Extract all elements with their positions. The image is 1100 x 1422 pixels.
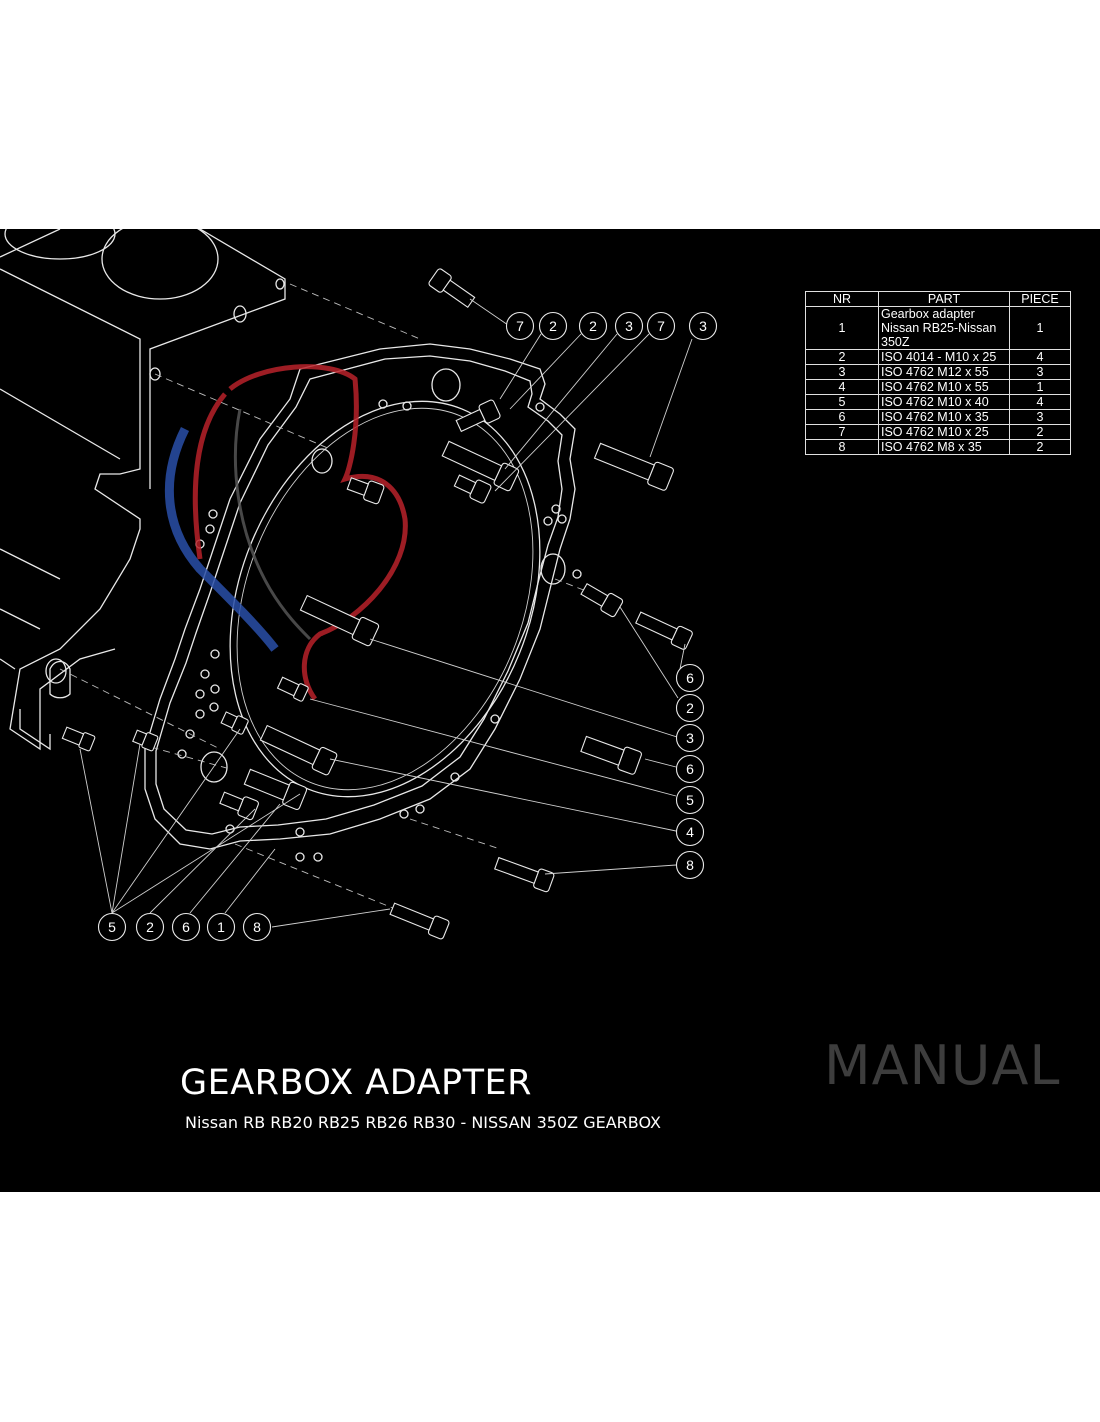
cell-part: ISO 4762 M10 x 55: [878, 379, 1010, 395]
cell-part: ISO 4762 M10 x 40: [878, 394, 1010, 410]
cell-nr: 5: [805, 394, 879, 410]
callouts-right: 6 2 3 6 5 4 8: [675, 663, 705, 880]
callout-number: 8: [253, 919, 261, 935]
table-row: 4 ISO 4762 M10 x 55 1: [805, 379, 1071, 395]
callout-number: 6: [686, 761, 694, 777]
cell-part: ISO 4014 - M10 x 25: [878, 349, 1010, 365]
callout-number: 7: [657, 318, 665, 334]
cell-part: ISO 4762 M12 x 55: [878, 364, 1010, 380]
table-row: 6 ISO 4762 M10 x 35 3: [805, 409, 1071, 425]
cell-piece: 1: [1009, 379, 1071, 395]
table-row: 3 ISO 4762 M12 x 55 3: [805, 364, 1071, 380]
callout-balloon: [538, 311, 568, 341]
leader-lines: [79, 298, 693, 928]
cell-nr: 6: [805, 409, 879, 425]
callout-balloon: [614, 311, 644, 341]
callout-number: 3: [686, 730, 694, 746]
callout-number: 2: [686, 700, 694, 716]
callout-number: 8: [686, 857, 694, 873]
cell-piece: 2: [1009, 424, 1071, 440]
callout-balloon: [675, 850, 705, 880]
cell-part: ISO 4762 M8 x 35: [878, 439, 1010, 455]
callout-balloon: [578, 311, 608, 341]
header-piece: PIECE: [1009, 291, 1071, 307]
cell-piece: 3: [1009, 409, 1071, 425]
cell-part: Gearbox adapter Nissan RB25-Nissan 350Z: [878, 306, 1010, 350]
table-row: 2 ISO 4014 - M10 x 25 4: [805, 349, 1071, 365]
drawing-sheet: 7 2 2 3 7 3 6 2 3 6 5 4 8: [0, 229, 1100, 1192]
table-row: 1 Gearbox adapter Nissan RB25-Nissan 350…: [805, 306, 1071, 350]
cell-part: ISO 4762 M10 x 25: [878, 424, 1010, 440]
callout-number: 2: [549, 318, 557, 334]
cell-piece: 2: [1009, 439, 1071, 455]
callout-number: 1: [217, 919, 225, 935]
callout-balloon: [242, 912, 272, 942]
cell-part: ISO 4762 M10 x 35: [878, 409, 1010, 425]
cell-nr: 3: [805, 364, 879, 380]
callout-balloon: [675, 663, 705, 693]
callout-balloon: [675, 754, 705, 784]
cell-nr: 7: [805, 424, 879, 440]
callout-balloon: [171, 912, 201, 942]
callout-number: 7: [516, 318, 524, 334]
callout-number: 6: [686, 670, 694, 686]
header-part: PART: [878, 291, 1010, 307]
document-title: GEARBOX ADAPTER: [180, 1063, 532, 1103]
callout-number: 3: [625, 318, 633, 334]
callout-balloon: [97, 912, 127, 942]
exploded-view-drawing: 7 2 2 3 7 3 6 2 3 6 5 4 8: [0, 229, 718, 942]
callout-balloon: [688, 311, 718, 341]
callouts-bottom: 5 2 6 1 8: [97, 912, 272, 942]
cell-nr: 4: [805, 379, 879, 395]
header-nr: NR: [805, 291, 879, 307]
callout-balloon: [646, 311, 676, 341]
table-row: 7 ISO 4762 M10 x 25 2: [805, 424, 1071, 440]
callout-balloon: [135, 912, 165, 942]
table-row: 8 ISO 4762 M8 x 35 2: [805, 439, 1071, 455]
callout-balloon: [675, 785, 705, 815]
cell-nr: 8: [805, 439, 879, 455]
callout-balloon: [675, 723, 705, 753]
manual-watermark: MANUAL: [824, 1034, 1061, 1097]
cell-piece: 4: [1009, 349, 1071, 365]
logo-watermark: [164, 364, 408, 701]
parts-list-table: NR PART PIECE 1 Gearbox adapter Nissan R…: [805, 291, 1071, 455]
callout-number: 4: [686, 824, 694, 840]
callouts-top: 7 2 2 3 7 3: [505, 311, 718, 341]
callout-number: 5: [108, 919, 116, 935]
callout-number: 2: [589, 318, 597, 334]
cell-nr: 2: [805, 349, 879, 365]
callout-number: 2: [146, 919, 154, 935]
callout-number: 6: [182, 919, 190, 935]
callout-number: 3: [699, 318, 707, 334]
callout-number: 5: [686, 792, 694, 808]
cell-nr: 1: [805, 306, 879, 350]
cell-piece: 3: [1009, 364, 1071, 380]
cell-piece: 1: [1009, 306, 1071, 350]
adapter-plate: [144, 343, 582, 862]
document-subtitle: Nissan RB RB20 RB25 RB26 RB30 - NISSAN 3…: [185, 1113, 661, 1132]
table-row: 5 ISO 4762 M10 x 40 4: [805, 394, 1071, 410]
callout-balloon: [206, 912, 236, 942]
cell-piece: 4: [1009, 394, 1071, 410]
callout-balloon: [675, 817, 705, 847]
callout-balloon: [505, 311, 535, 341]
engine-block: [0, 229, 286, 751]
assembly-axes: [59, 283, 621, 920]
callout-balloon: [675, 693, 705, 723]
bolts: [61, 268, 693, 940]
table-header-row: NR PART PIECE: [805, 291, 1071, 307]
